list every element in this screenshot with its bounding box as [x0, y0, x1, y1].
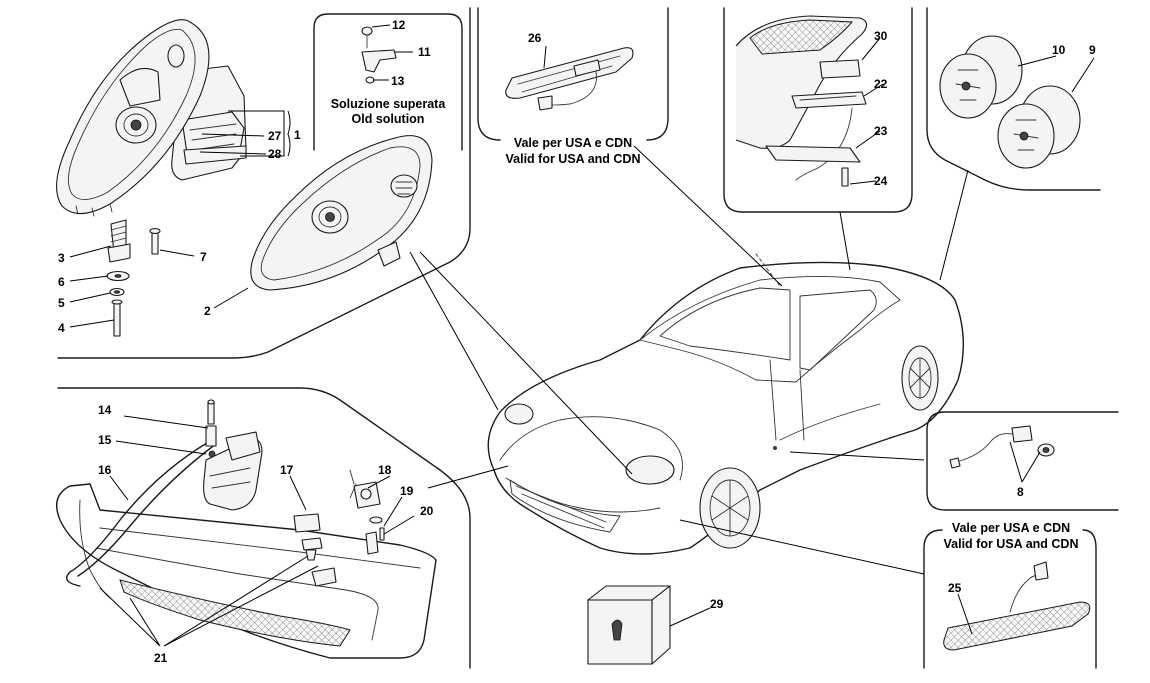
caption-usa-cdn-top-it: Vale per USA e CDN: [514, 136, 632, 150]
caption-old-solution-it: Soluzione superata: [331, 97, 447, 111]
callout-11: 11: [418, 45, 431, 59]
caption-usa-cdn-top: Vale per USA e CDN Valid for USA and CDN: [506, 136, 641, 166]
sensor-cable-8: [949, 425, 1055, 469]
car-body: [487, 253, 964, 555]
headlight-complete-new: [250, 135, 433, 291]
nozzle-21: [301, 537, 337, 587]
callout-20: 20: [420, 504, 434, 518]
callout-24: 24: [874, 174, 888, 188]
callout-23: 23: [874, 124, 888, 138]
callout-22: 22: [874, 77, 888, 91]
callout-5: 5: [58, 296, 65, 310]
washer-hoses: [66, 439, 217, 587]
callout-9: 9: [1089, 43, 1096, 57]
callout-17: 17: [280, 463, 294, 477]
callout-25: 25: [948, 581, 962, 595]
callout-29: 29: [710, 597, 724, 611]
long-bolt: [113, 301, 121, 337]
callout-7: 7: [200, 250, 207, 264]
callout-16: 16: [98, 463, 112, 477]
callout-18: 18: [378, 463, 392, 477]
leader-lines: [69, 24, 1095, 647]
callout-1: 1: [294, 128, 301, 142]
callout-15: 15: [98, 433, 112, 447]
light-strip-25: [943, 561, 1091, 651]
caption-usa-cdn-bottom-en: Valid for USA and CDN: [944, 537, 1079, 551]
callout-4: 4: [58, 321, 65, 335]
callout-12: 12: [392, 18, 406, 32]
front-bumper: [56, 483, 437, 659]
callout-21: 21: [154, 651, 168, 665]
old-solution-parts: [361, 26, 397, 84]
caption-old-solution: Soluzione superata Old solution: [331, 97, 447, 126]
kit-box-29: [587, 585, 671, 665]
callout-14: 14: [98, 403, 112, 417]
caption-usa-cdn-bottom: Vale per USA e CDN Valid for USA and CDN: [944, 521, 1079, 551]
callout-28: 28: [268, 147, 282, 161]
caption-usa-cdn-top-en: Valid for USA and CDN: [506, 152, 641, 166]
callout-numbers: 1 2 3 4 5 6 7 8 9 10 11 12 13 14 15 16 1…: [58, 18, 1096, 665]
callout-3: 3: [58, 251, 65, 265]
caption-usa-cdn-bottom-it: Vale per USA e CDN: [952, 521, 1070, 535]
car-headlight-right: [625, 455, 675, 485]
callout-10: 10: [1052, 43, 1066, 57]
short-bolt: [149, 228, 161, 255]
panel-borders: [57, 7, 1119, 669]
callout-13: 13: [391, 74, 405, 88]
callout-19: 19: [400, 484, 414, 498]
light-unit-9: [997, 85, 1081, 169]
headlight-adjuster-screw: [106, 219, 131, 337]
headlight-lens-old: [56, 19, 210, 217]
callout-26: 26: [528, 31, 542, 45]
third-brake-light-26: [505, 47, 634, 111]
caption-old-solution-en: Old solution: [352, 112, 425, 126]
callout-2: 2: [204, 304, 211, 318]
pump-18-19-20: [349, 469, 385, 555]
car-headlight-left: [504, 403, 534, 425]
callout-30: 30: [874, 29, 888, 43]
headlight-assembly-rear: [171, 65, 247, 181]
callout-27: 27: [268, 129, 282, 143]
washer-reservoir-14-15: [203, 399, 263, 511]
callout-8: 8: [1017, 485, 1024, 499]
callout-6: 6: [58, 275, 65, 289]
light-unit-10: [939, 35, 1023, 119]
prancing-horse-logo: [611, 619, 623, 641]
cover-17: [293, 513, 321, 533]
roof-light-assembly: [735, 15, 868, 187]
